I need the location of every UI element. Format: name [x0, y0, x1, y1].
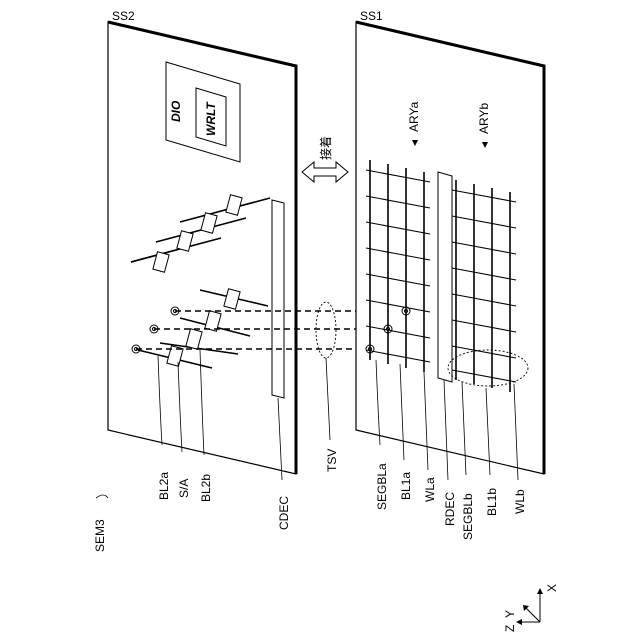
bond-arrow: 接着 [302, 136, 348, 182]
label-bl2b: BL2b [199, 474, 213, 502]
bottom-labels: BL2a S/A BL2b CDEC TSV SEGBLa BL1a WLa R… [93, 449, 527, 552]
label-segblb: SEGBLb [461, 493, 475, 540]
array-b-label: ARYb [477, 103, 491, 134]
label-wla: WLa [423, 477, 437, 502]
dio-label: DIO [169, 100, 183, 122]
cdec-bar [272, 200, 284, 398]
bond-label: 接着 [318, 136, 333, 160]
label-wlb: WLb [513, 489, 527, 514]
axis-y-line [526, 608, 540, 622]
array-a-label: ARYa [407, 101, 421, 132]
label-bl1b: BL1b [485, 488, 499, 516]
label-bl2a: BL2a [157, 472, 171, 500]
leader-sem [96, 495, 108, 498]
leader-tsv [326, 358, 330, 440]
label-segbla: SEGBLa [375, 463, 389, 510]
axis-z-label: Z [503, 625, 517, 632]
ss2-label: SS2 [112, 9, 135, 23]
label-tsv: TSV [325, 449, 339, 472]
label-cdec: CDEC [277, 496, 291, 530]
double-arrow-icon [302, 162, 348, 182]
label-sa: S/A [177, 479, 191, 498]
axis-x-arrow-icon [537, 588, 543, 594]
label-rdec: RDEC [443, 492, 457, 526]
label-bl1a: BL1a [399, 472, 413, 500]
axis-x-label: X [545, 584, 559, 592]
axis-legend: X Y Z [503, 584, 559, 632]
axis-y-label: Y [503, 610, 517, 618]
label-sem: SEM3 [93, 519, 107, 552]
rdec-bar [438, 172, 452, 382]
axis-z-arrow-icon [516, 619, 522, 625]
ss1-label: SS1 [360, 9, 383, 23]
wrlt-label: WRLT [204, 101, 218, 136]
substrate-ss1: SS1 ARYa ARYb [356, 9, 544, 474]
